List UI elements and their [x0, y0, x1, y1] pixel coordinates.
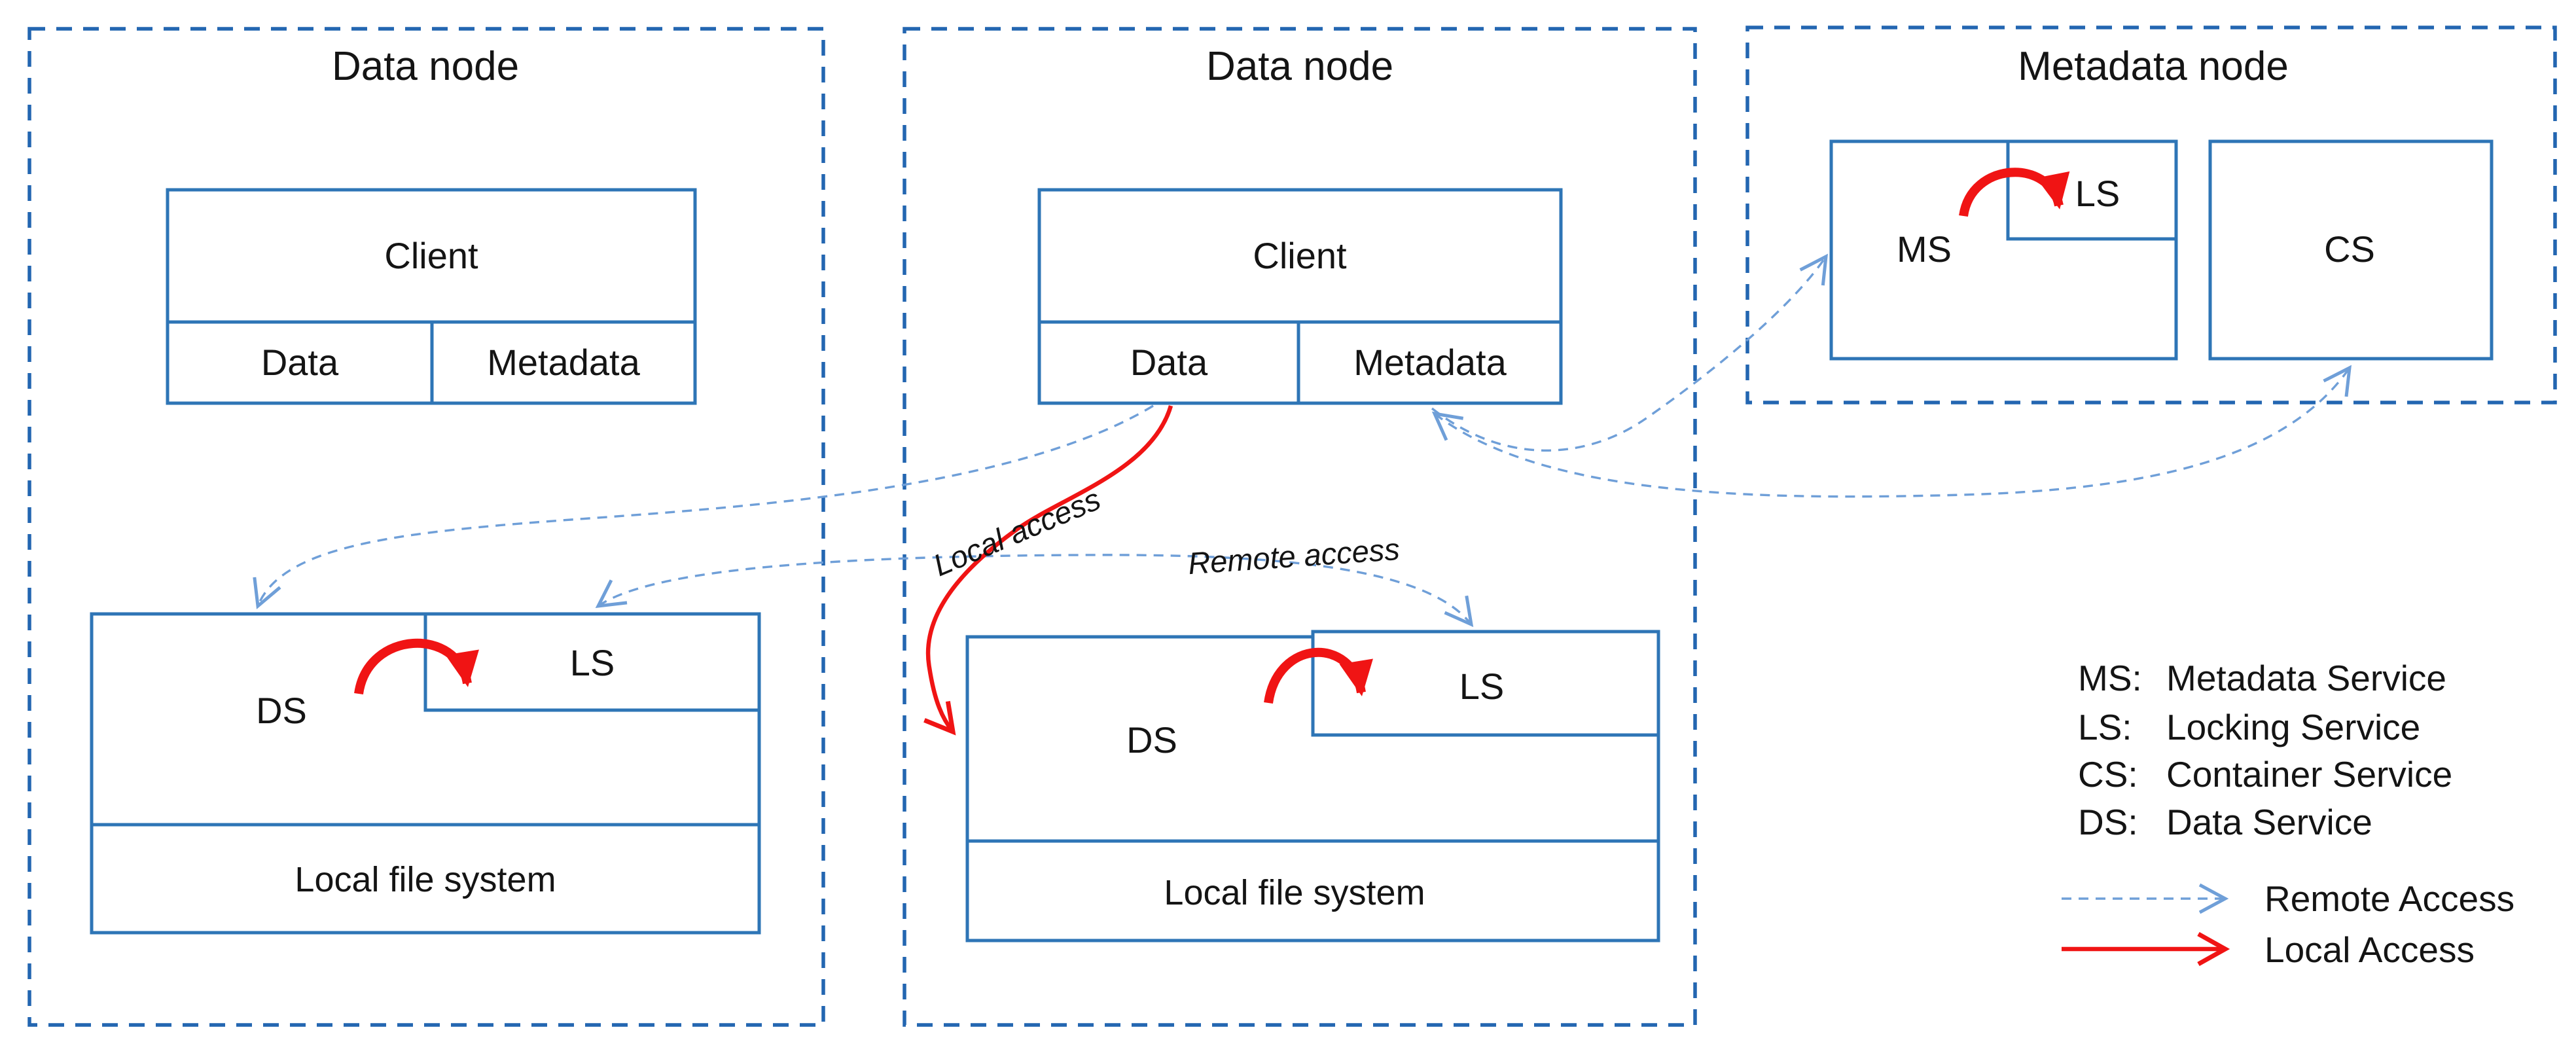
ls-box-1: [423, 612, 761, 712]
legend-abbr-cs: CS:: [2078, 754, 2138, 795]
data-cell-label-2: Data: [1130, 342, 1208, 383]
legend-name-cs: Container Service: [2166, 754, 2452, 795]
metadata-node-title: Metadata node: [2018, 44, 2289, 89]
legend: MS: Metadata Service LS: Locking Service…: [2062, 658, 2514, 970]
cs-box: [2208, 139, 2494, 361]
lfs-box-2: [965, 839, 1660, 942]
remote-arrow-client2-metadata-to-cs: [1431, 365, 2352, 498]
legend-abbr-ls: LS:: [2078, 707, 2132, 747]
data-node-1-boundary: [27, 27, 825, 1027]
cs-label: CS: [2324, 228, 2375, 270]
remote-arrow-client2-data-to-ds1: [253, 404, 1154, 609]
local-access-arc-ds-to-ls-2: [1264, 648, 1373, 704]
legend-local-access-label: Local Access: [2264, 929, 2475, 970]
remote-access-edge-label: Remote access: [1187, 531, 1401, 581]
data-cell-label-1: Data: [261, 342, 339, 383]
ls-label-2: LS: [1459, 666, 1505, 707]
data-node-2-title: Data node: [1206, 44, 1393, 89]
client-label-2: Client: [1253, 235, 1347, 276]
local-access-edge-label: Local access: [928, 481, 1105, 583]
local-access-arc-ms-to-ls: [1959, 168, 2070, 217]
metadata-cell-label-2: Metadata: [1353, 342, 1507, 383]
client-label-1: Client: [384, 235, 478, 276]
data-node-2-boundary: [903, 27, 1697, 1027]
ds-label-1: DS: [256, 690, 307, 731]
legend-name-ds: Data Service: [2166, 802, 2372, 842]
ls-box-meta: [2006, 139, 2178, 241]
local-access-curve-client2-data-to-ds2: [923, 405, 1173, 736]
legend-remote-access-label: Remote Access: [2264, 878, 2514, 919]
legend-abbr-ds: DS:: [2078, 802, 2138, 842]
legend-name-ms: Metadata Service: [2166, 658, 2446, 698]
lfs-label-2: Local file system: [1164, 873, 1425, 912]
ms-label: MS: [1897, 228, 1952, 270]
legend-abbr-ms: MS:: [2078, 658, 2142, 698]
remote-arrow-ls1-to-ls2: [595, 554, 1474, 628]
lfs-box-1: [90, 823, 761, 935]
data-node-1-title: Data node: [332, 44, 519, 89]
legend-name-ls: Locking Service: [2166, 707, 2420, 747]
local-access-arc-ds-to-ls-1: [354, 638, 479, 695]
ls-label-meta: LS: [2075, 173, 2120, 214]
ls-label-1: LS: [570, 642, 615, 683]
ds-label-2: DS: [1126, 719, 1177, 761]
metadata-cell-label-1: Metadata: [487, 342, 640, 383]
lfs-label-1: Local file system: [295, 860, 556, 899]
